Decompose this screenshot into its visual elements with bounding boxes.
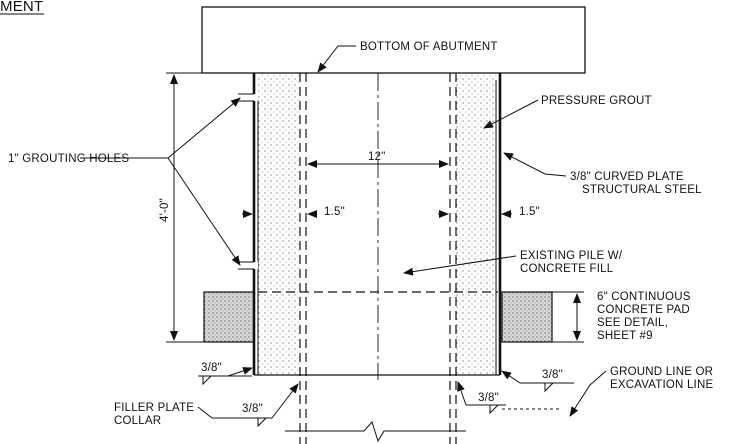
height-dimension-label: 4'-0" (159, 198, 171, 222)
grouting-holes-label: 1" GROUTING HOLES (8, 153, 129, 165)
pressure-grout-left (258, 73, 300, 375)
weld-right-fillet (544, 382, 554, 393)
existing-pile-label-2: CONCRETE FILL (520, 263, 614, 275)
filler-plate-label-1: FILLER PLATE (114, 402, 194, 414)
pad-label-1: 6" CONTINUOUS (597, 291, 691, 303)
right-offset-label: 1.5" (519, 206, 540, 218)
weld-left-arrow (227, 367, 253, 377)
title-fragment: MENT (0, 0, 43, 15)
existing-pile-leader (403, 255, 517, 276)
existing-pile-label-1: EXISTING PILE W/ (520, 250, 623, 262)
grouting-hole-top (248, 94, 258, 101)
pad-label-4: SHEET #9 (597, 330, 653, 342)
weld-left-fillet (202, 375, 212, 386)
weld-collar-label: 3/8" (242, 403, 263, 415)
pressure-grout-right (456, 73, 498, 375)
grouting-holes-leader-bottom (167, 157, 241, 266)
pad-label-3: SEE DETAIL, (597, 317, 668, 329)
width-dimension-label: 12" (368, 151, 385, 163)
abutment (201, 6, 586, 74)
curved-plate-label-2: STRUCTURAL STEEL (582, 184, 702, 196)
weld-collar-arrow (271, 383, 299, 419)
ground-line-label-2: EXCAVATION LINE (610, 379, 713, 391)
weld-right-label: 3/8" (542, 369, 563, 381)
filler-plate-leader (197, 406, 213, 419)
bottom-of-abutment-label: BOTTOM OF ABUTMENT (360, 41, 498, 53)
left-offset-label: 1.5" (324, 206, 345, 218)
concrete-pad-left (203, 291, 255, 343)
break-line (285, 421, 466, 443)
bottom-abutment-leader (317, 45, 356, 73)
concrete-pad-right (501, 291, 553, 343)
ground-line-leader (569, 370, 607, 417)
weld-right-arrow (501, 370, 521, 384)
curved-plate-leader (503, 152, 567, 177)
weld-bottom-right-fillet (489, 404, 499, 415)
grouting-hole-bottom (248, 262, 258, 269)
weld-bottom-right-arrow (457, 381, 467, 406)
grouting-holes-leader-top (167, 97, 241, 159)
pressure-grout-leader (483, 99, 539, 129)
weld-collar-fillet (257, 417, 267, 428)
pressure-grout-label: PRESSURE GROUT (541, 95, 652, 107)
ground-line-label-1: GROUND LINE OR (610, 366, 713, 378)
weld-bottom-right-label: 3/8" (478, 392, 499, 404)
pad-label-2: CONCRETE PAD (597, 304, 690, 316)
weld-left-label: 3/8" (201, 362, 222, 374)
curved-plate-label-1: 3/8" CURVED PLATE (570, 171, 684, 183)
filler-plate-label-2: COLLAR (114, 415, 161, 427)
